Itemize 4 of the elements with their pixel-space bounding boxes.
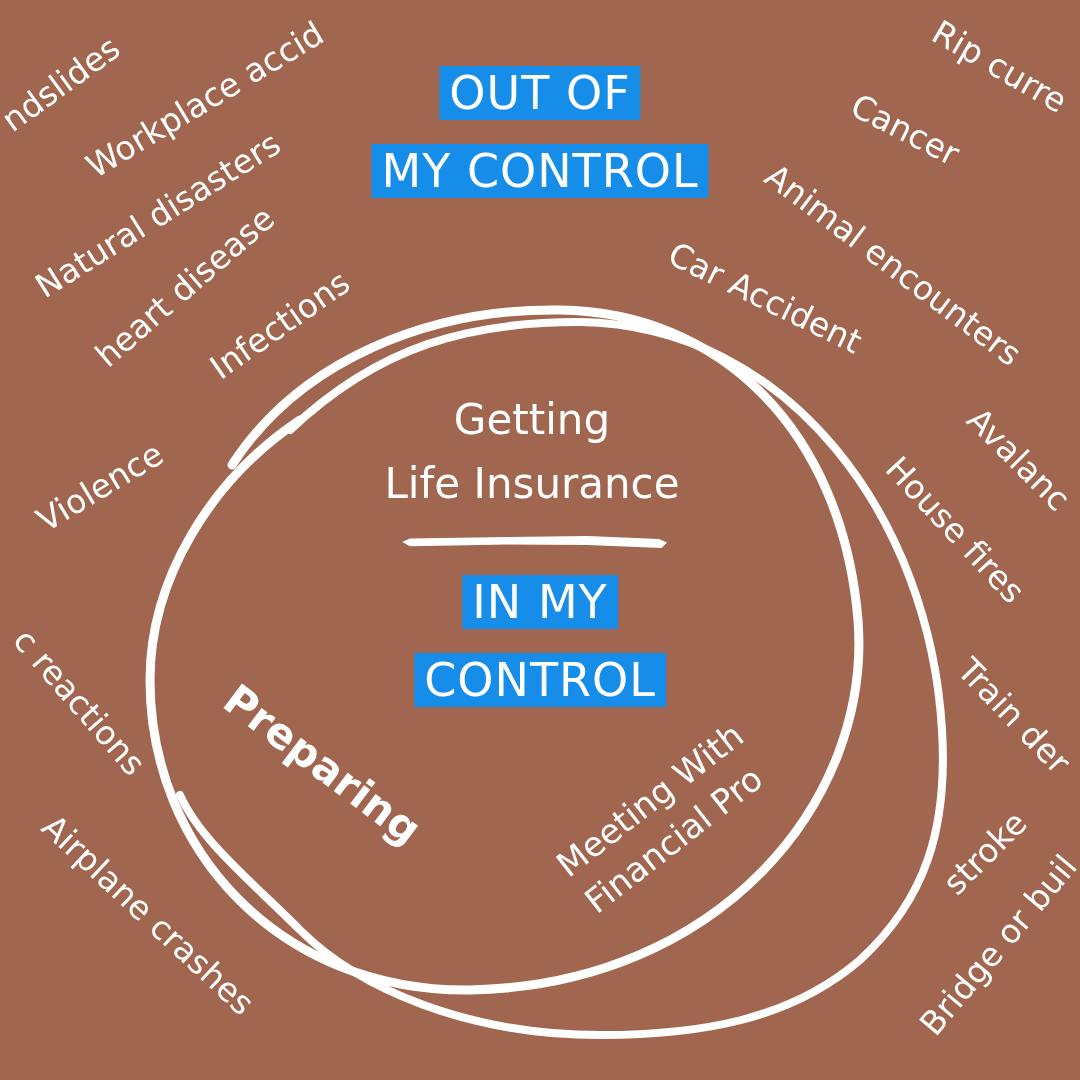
underlined-heading: Getting Life Insurance	[384, 388, 680, 552]
highlighted-title: OUT OF MY CONTROL	[371, 54, 709, 210]
highlighted-text: IN MY CONTROL	[414, 563, 666, 719]
label-text: Rip curre	[925, 12, 1074, 121]
